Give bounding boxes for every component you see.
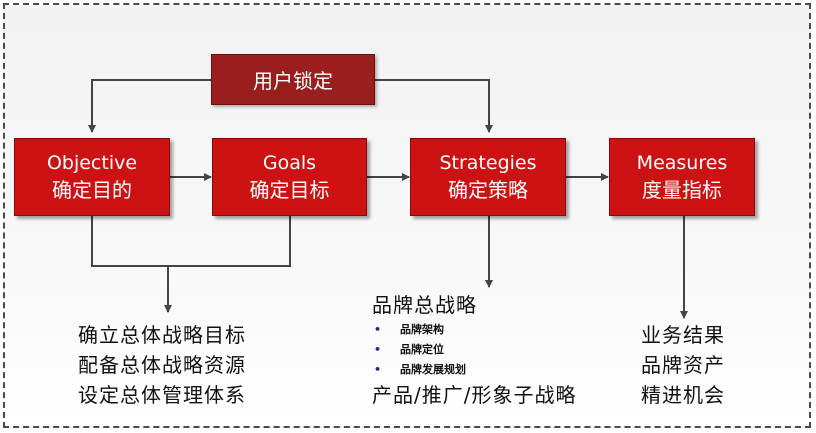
strategy-sub-label: 品牌发展规划 [400, 363, 466, 376]
loop-line-to-strategies [375, 79, 493, 133]
strategy-sub-label: 品牌架构 [400, 323, 444, 336]
strategy-outcome-block: 品牌总战略 • 品牌架构 • 品牌定位 • 品牌发展规划 产品/推广/形象子战略 [372, 290, 576, 410]
right-outcome-item: 精进机会 [641, 383, 725, 407]
strategy-sub-item: • 品牌架构 [372, 320, 576, 340]
goals-box: Goals 确定目标 [212, 138, 367, 216]
strategy-footer: 产品/推广/形象子战略 [372, 383, 577, 407]
measures-box: Measures 度量指标 [609, 138, 755, 216]
objective-zh-label: 确定目的 [52, 178, 132, 202]
strategy-sub-label: 品牌定位 [400, 343, 444, 356]
strategy-sub-list: • 品牌架构 • 品牌定位 • 品牌发展规划 [372, 320, 576, 380]
merge-line [91, 216, 291, 267]
user-lock-box: 用户锁定 [211, 54, 375, 105]
strategy-sub-item: • 品牌定位 [372, 340, 576, 360]
bullet-icon: • [374, 363, 382, 376]
right-outcome-list: 业务结果 品牌资产 精进机会 [641, 320, 725, 410]
strategies-zh-label: 确定策略 [448, 178, 528, 202]
bullet-icon: • [374, 343, 382, 356]
strategy-heading: 品牌总战略 [372, 293, 477, 317]
goals-en-label: Goals [262, 152, 317, 174]
left-outcome-item: 确立总体战略目标 [78, 323, 246, 347]
user-lock-label: 用户锁定 [253, 69, 333, 93]
strategies-box: Strategies 确定策略 [410, 138, 566, 216]
strategy-sub-item: • 品牌发展规划 [372, 360, 576, 380]
loop-line-to-objective [88, 79, 211, 133]
left-outcome-item: 配备总体战略资源 [78, 353, 246, 377]
bullet-icon: • [374, 323, 382, 336]
measures-zh-label: 度量指标 [642, 178, 722, 202]
right-outcome-item: 品牌资产 [641, 353, 725, 377]
left-outcome-item: 设定总体管理体系 [78, 383, 246, 407]
strategies-en-label: Strategies [439, 152, 537, 174]
measures-en-label: Measures [636, 152, 728, 174]
objective-box: Objective 确定目的 [14, 138, 170, 216]
left-outcome-list: 确立总体战略目标 配备总体战略资源 设定总体管理体系 [78, 320, 246, 410]
goals-zh-label: 确定目标 [249, 178, 330, 202]
objective-en-label: Objective [46, 152, 138, 174]
right-outcome-item: 业务结果 [641, 323, 725, 347]
